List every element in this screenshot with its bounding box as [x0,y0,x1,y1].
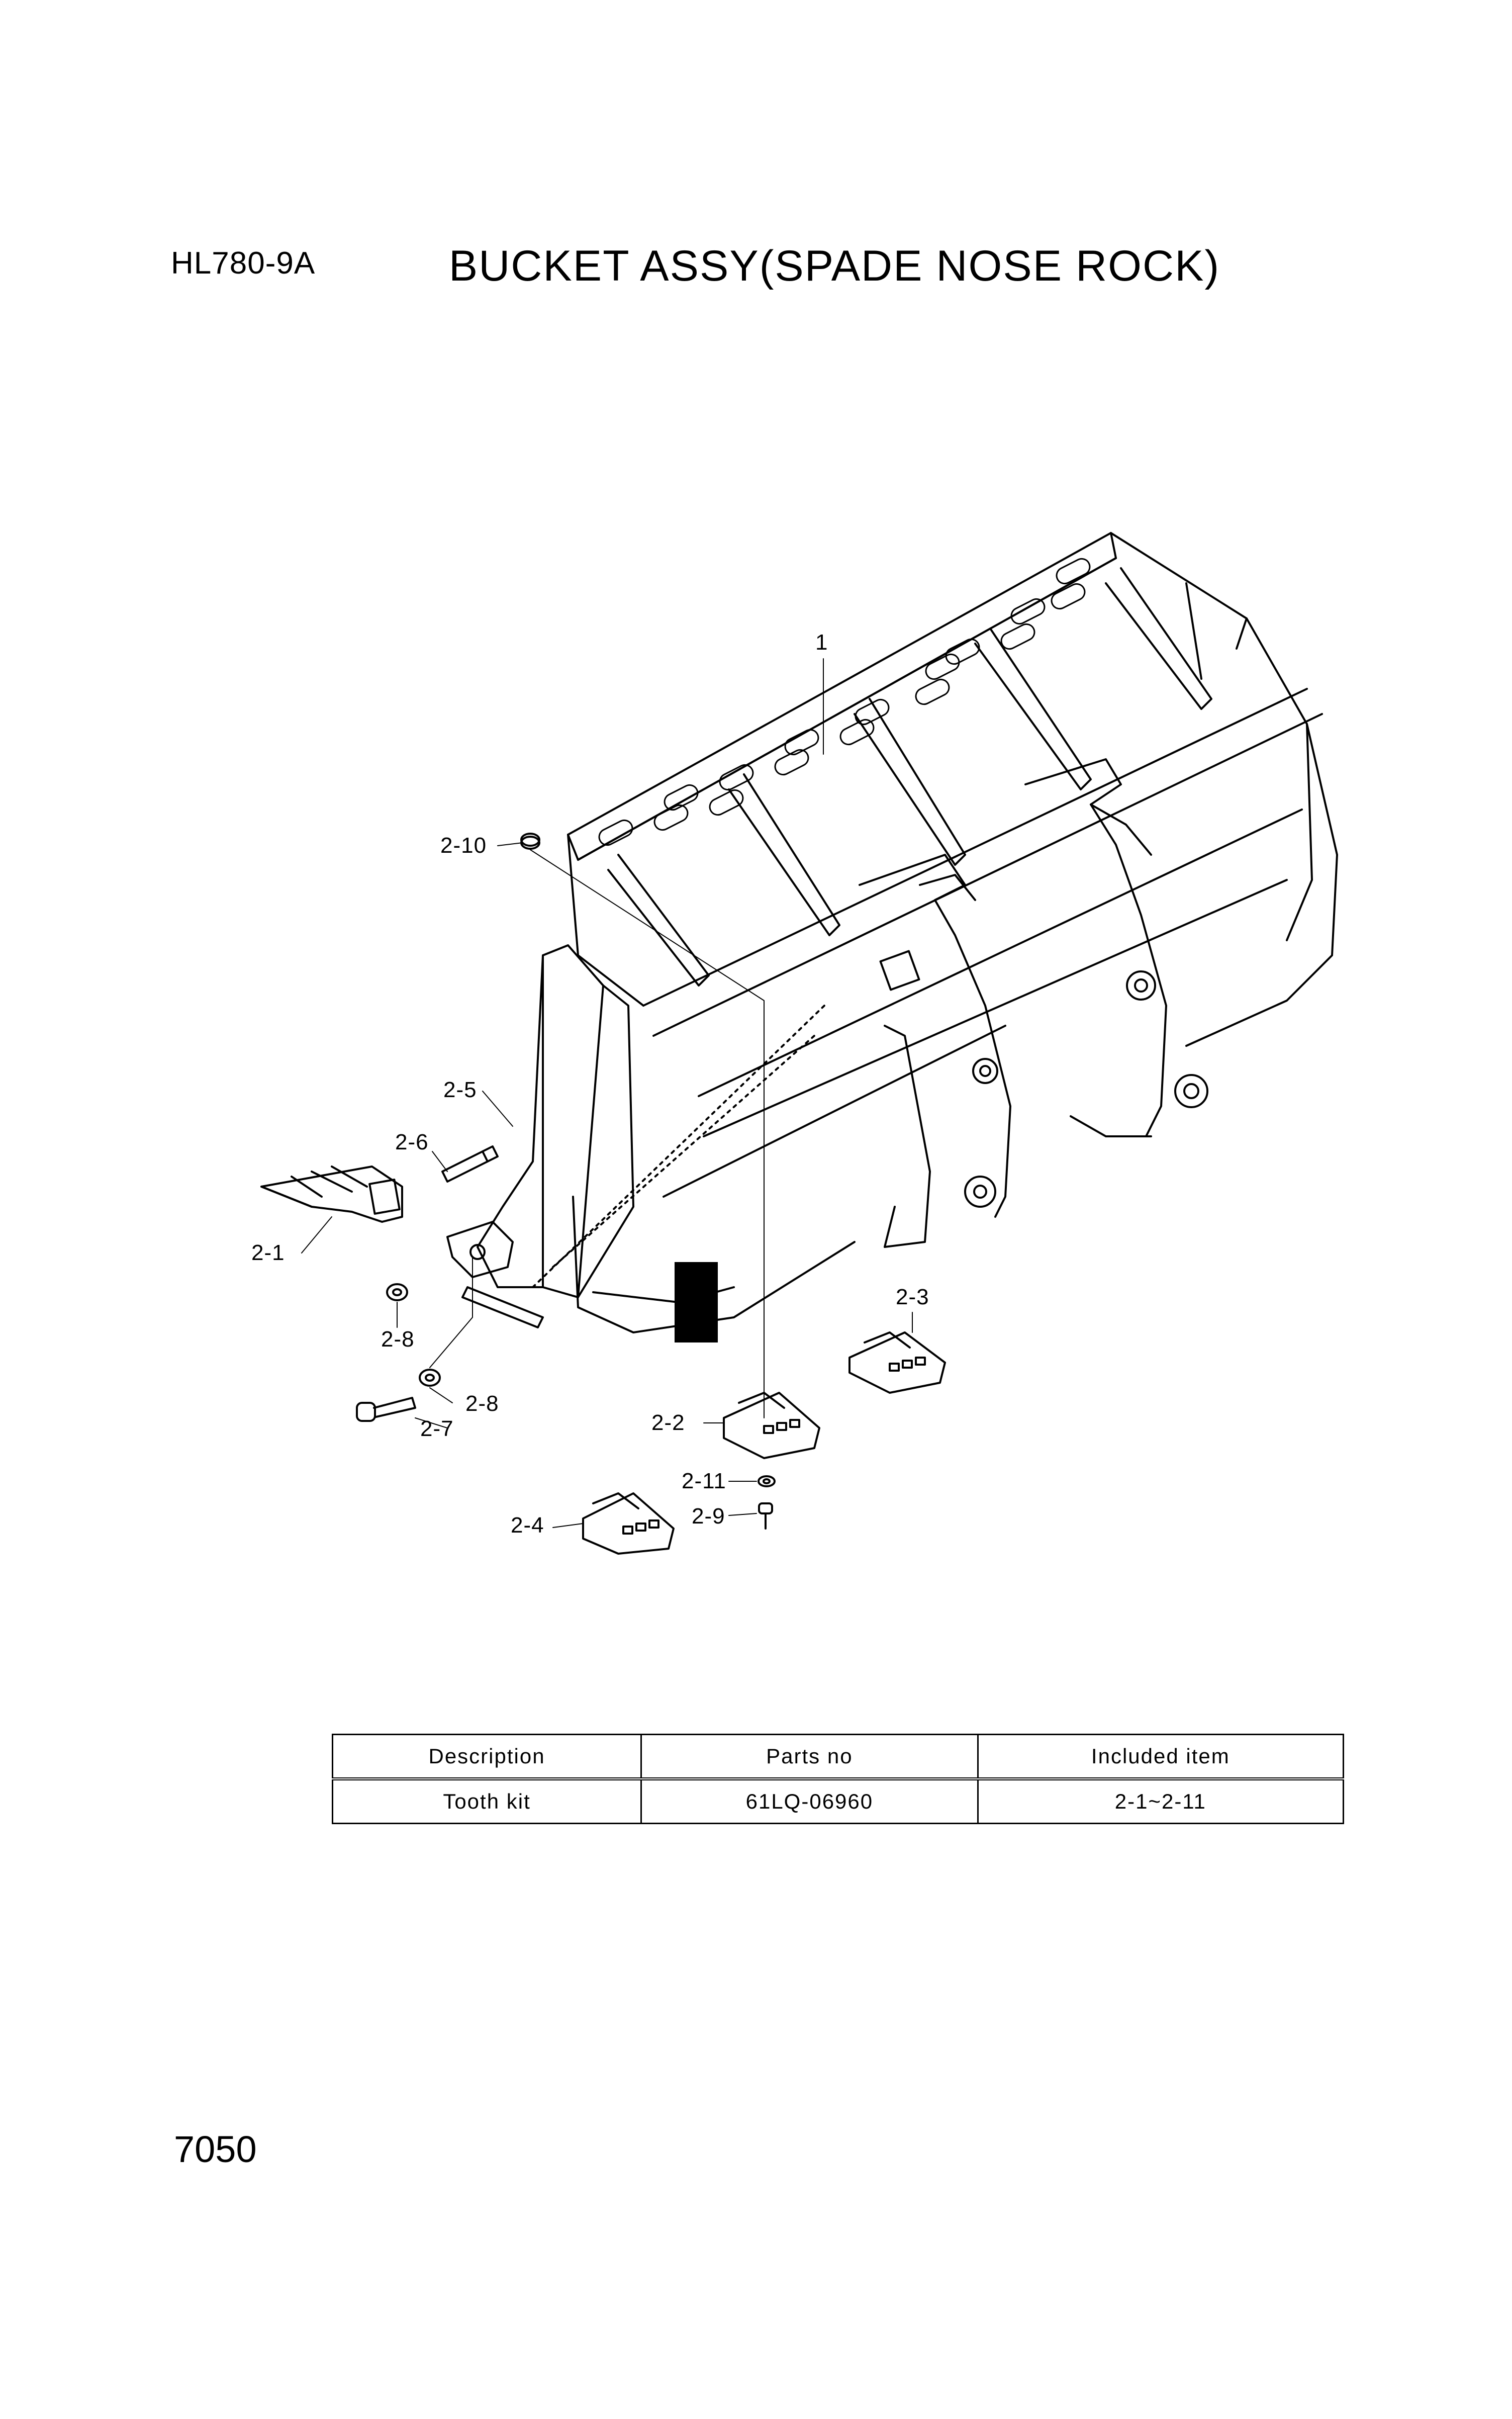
washer-part [386,1283,441,1387]
column-header-description: Description [331,1734,642,1780]
model-number: HL780-9A [171,246,316,281]
cell-parts-no: 61LQ-06960 [640,1777,979,1824]
column-header-parts-no: Parts no [640,1734,979,1780]
hinge-brackets [859,758,1208,1248]
bolt-2-9 [758,1502,773,1530]
callout-2-2: 2-2 [651,1410,685,1435]
cell-included-item: 2-1~2-11 [977,1777,1345,1824]
table-header-row: Description Parts no Included item [331,1734,1345,1780]
callout-2-8-upper: 2-8 [381,1327,415,1352]
tooth-part [260,1166,403,1223]
page-title: BUCKET ASSY(SPADE NOSE ROCK) [0,241,1512,291]
callout-2-6: 2-6 [395,1130,429,1154]
callout-2-1: 2-1 [251,1240,285,1265]
callout-2-7: 2-7 [420,1416,454,1441]
leader-lines [301,658,913,1528]
nut-part [520,833,540,850]
column-header-included-item: Included item [977,1734,1345,1780]
callout-labels: 1 2-10 2-5 2-6 2-1 2-8 2-8 2-7 2-2 2-3 2… [251,630,929,1538]
page-title-text: BUCKET ASSY(SPADE NOSE ROCK) [448,242,1220,290]
adapter-lug [446,1221,544,1328]
tooth-kit-table: Description Parts no Included item Tooth… [331,1734,1345,1824]
callout-1: 1 [815,630,828,655]
washer-2-11 [758,1475,776,1487]
callout-2-4: 2-4 [511,1513,544,1538]
pin-part [441,1145,499,1183]
side-plate [477,944,634,1298]
wear-plate-2-3 [848,1331,946,1394]
wear-plate-2-4 [582,1492,675,1555]
table-row: Tooth kit 61LQ-06960 2-1~2-11 [331,1777,1345,1824]
masked-area [675,1262,718,1342]
callout-2-9: 2-9 [692,1504,725,1529]
callout-2-5: 2-5 [443,1078,477,1102]
cell-description: Tooth kit [331,1777,642,1824]
callout-2-10: 2-10 [440,833,487,858]
callout-2-8-lower: 2-8 [465,1391,499,1416]
bucket-body [532,532,1338,1333]
bolt-part [356,1397,416,1422]
callout-2-11: 2-11 [682,1469,726,1493]
wear-plate-2-2 [723,1392,820,1459]
page-number: 7050 [174,2128,257,2170]
callout-2-3: 2-3 [896,1285,929,1309]
